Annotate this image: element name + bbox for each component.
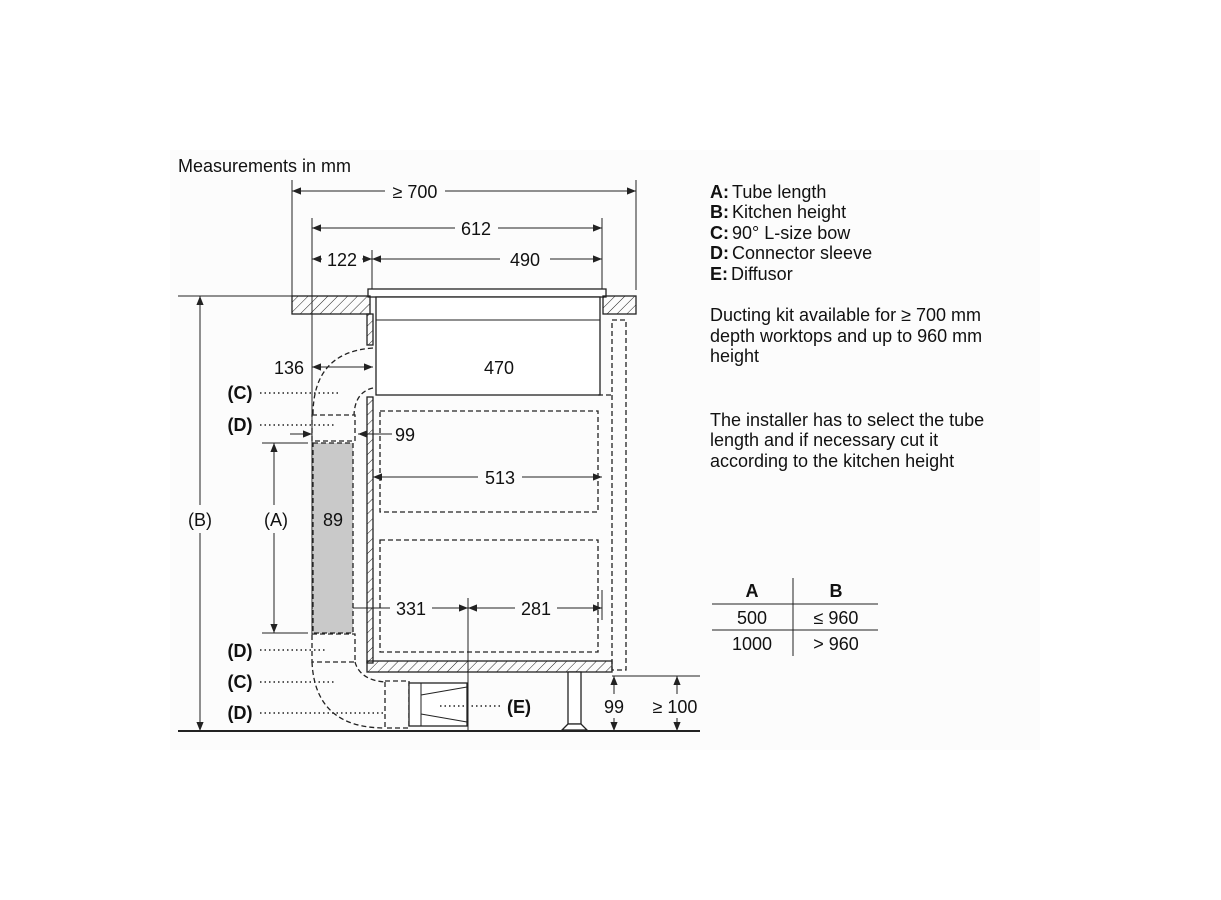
label-e: (E) — [507, 697, 531, 717]
dim-331: 331 — [396, 599, 426, 619]
svg-text:depth worktops and up to 960 m: depth worktops and up to 960 mm — [710, 326, 982, 346]
dim-122: 122 — [327, 250, 357, 270]
table-cell: 1000 — [732, 634, 772, 654]
cabinet-base-plate — [366, 660, 613, 673]
label-d-lower: (D) — [228, 703, 253, 723]
tube — [312, 442, 354, 634]
label-c-lower: (C) — [228, 672, 253, 692]
dimension-lines — [196, 187, 681, 731]
cabinet-drawers — [379, 319, 627, 671]
hob — [367, 288, 607, 396]
dim-470: 470 — [484, 358, 514, 378]
label-c-upper: (C) — [228, 383, 253, 403]
dim-281: 281 — [521, 599, 551, 619]
svg-text:Ducting kit available for ≥ 70: Ducting kit available for ≥ 700 mm — [710, 305, 981, 325]
legend-item-c: C:90° L-size bow — [710, 223, 851, 243]
svg-text:according to the kitchen heigh: according to the kitchen height — [710, 451, 954, 471]
dim-490: 490 — [510, 250, 540, 270]
note-installer: The installer has to select the tube len… — [710, 410, 984, 471]
label-d-middle: (D) — [228, 641, 253, 661]
connector-sleeve-lower — [311, 633, 356, 663]
legend-item-a: A:Tube length — [710, 182, 826, 202]
cabinet-side-panel — [366, 396, 374, 664]
dim-plinth-min: ≥ 100 — [653, 697, 698, 717]
connector-sleeve-upper — [311, 414, 356, 442]
dim-plinth-99: 99 — [604, 697, 624, 717]
dim-612: 612 — [461, 219, 491, 239]
dim-overall-depth: ≥ 700 — [393, 182, 438, 202]
dim-136: 136 — [274, 358, 304, 378]
cabinet-panel-upper — [366, 313, 374, 346]
label-b: (B) — [188, 510, 212, 530]
svg-text:The installer has to select th: The installer has to select the tube — [710, 410, 984, 430]
size-table: A B 500 ≤ 960 1000 > 960 — [712, 578, 878, 656]
table-cell: ≤ 960 — [814, 608, 859, 628]
label-d-upper: (D) — [228, 415, 253, 435]
diagram-background — [170, 150, 1040, 750]
label-a: (A) — [264, 510, 288, 530]
legend-item-e: E:Diffusor — [710, 264, 793, 284]
svg-text:length and if necessary cut it: length and if necessary cut it — [710, 430, 938, 450]
dim-99-gap: 99 — [395, 425, 415, 445]
legend-item-b: B:Kitchen height — [710, 202, 846, 222]
legend-item-d: D:Connector sleeve — [710, 243, 872, 263]
legend: A:Tube length B:Kitchen height C:90° L-s… — [710, 182, 872, 284]
cabinet-leg — [560, 671, 589, 731]
dim-513: 513 — [485, 468, 515, 488]
table-cell: > 960 — [813, 634, 859, 654]
ducting — [311, 347, 468, 729]
diagram-title: Measurements in mm — [178, 156, 351, 176]
table-header-b: B — [830, 581, 843, 601]
worktop-left — [291, 295, 371, 315]
table-cell: 500 — [737, 608, 767, 628]
note-ducting: Ducting kit available for ≥ 700 mm depth… — [710, 305, 982, 366]
diffusor — [408, 682, 468, 727]
connector-sleeve-bottom — [384, 680, 410, 729]
worktop-right — [602, 295, 637, 315]
dim-89: 89 — [323, 510, 343, 530]
svg-text:height: height — [710, 346, 759, 366]
table-header-a: A — [746, 581, 759, 601]
